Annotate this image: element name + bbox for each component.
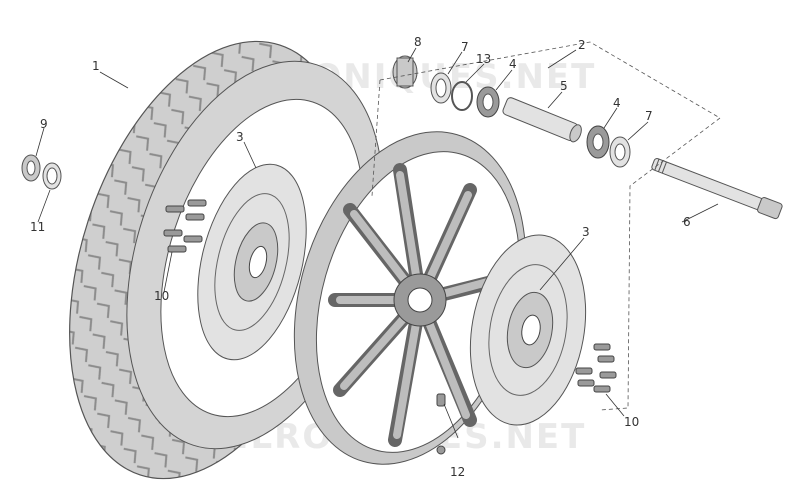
leader-lines	[35, 47, 719, 439]
callout-11: 11	[30, 220, 45, 234]
callout-3-left: 3	[236, 130, 244, 144]
assembly-outline	[379, 41, 721, 411]
callout-6: 6	[683, 215, 691, 229]
callout-10-right: 10	[624, 415, 639, 429]
callout-1: 1	[92, 59, 100, 73]
callout-12: 12	[450, 465, 465, 479]
callouts: 1 2 3 3 4 4 5 6 7 7 8 9 10 10 11 12 13	[30, 35, 691, 479]
axle	[651, 158, 783, 220]
callout-7-right: 7	[645, 109, 653, 123]
callout-4-right: 4	[613, 96, 621, 110]
callout-13: 13	[476, 52, 491, 66]
washers-left	[21, 154, 62, 190]
callout-7-top: 7	[461, 40, 469, 54]
bolts-right	[575, 343, 617, 393]
rim	[293, 131, 527, 465]
valve	[436, 393, 446, 455]
callout-8: 8	[414, 35, 422, 49]
callout-3-right: 3	[582, 225, 590, 239]
hub-components	[392, 55, 631, 168]
callout-5: 5	[560, 79, 568, 93]
callout-2: 2	[578, 38, 586, 52]
brake-disc-left	[197, 163, 307, 361]
bolts-left	[163, 199, 207, 253]
brake-disc-right	[469, 234, 587, 426]
callout-4-top: 4	[509, 57, 517, 71]
callout-10-left: 10	[154, 289, 169, 303]
callout-9: 9	[40, 117, 48, 131]
